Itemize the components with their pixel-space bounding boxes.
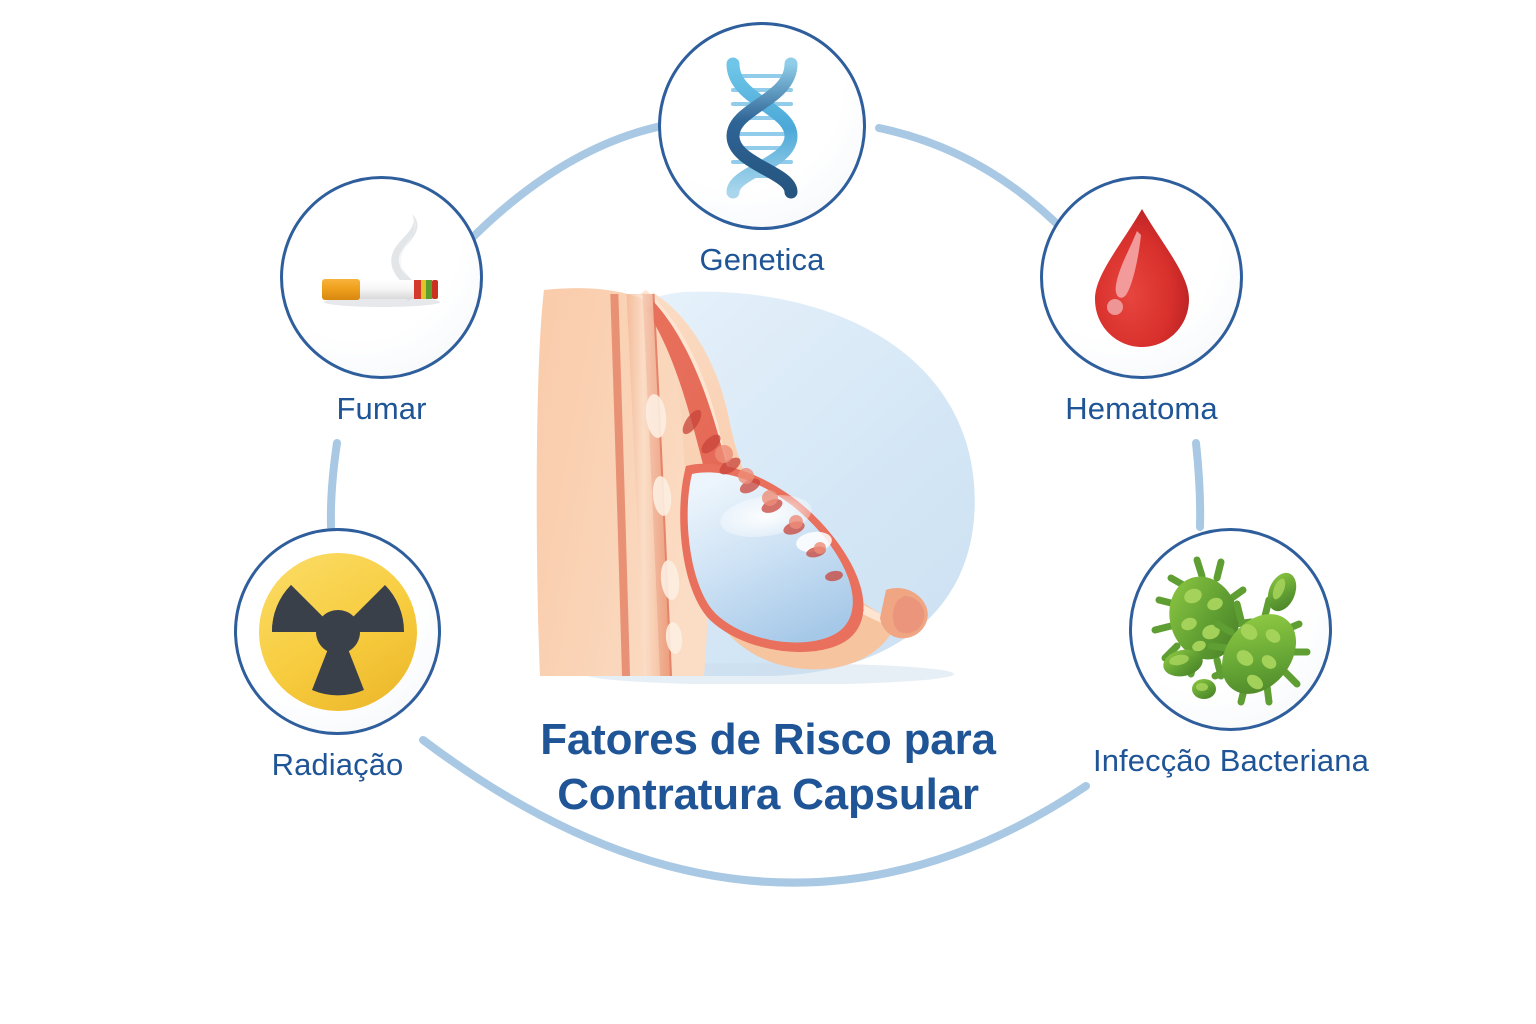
title-line-2: Contratura Capsular	[557, 770, 979, 819]
blood-drop-highlight	[1115, 230, 1141, 298]
dna-icon	[726, 57, 798, 199]
arc-hematoma-infeccao	[1192, 439, 1205, 531]
arc-fumar-radiacao	[326, 439, 341, 531]
node-fumar-label: Fumar	[336, 391, 427, 426]
node-genetica-circle[interactable]	[658, 22, 866, 230]
muscle-lobules	[715, 445, 826, 554]
arc-genetica-hematoma	[875, 124, 1070, 237]
node-infeccao-label: Infecção Bacteriana	[1093, 743, 1369, 778]
breast-implant-cross-section-illustration	[534, 284, 994, 685]
cigarette-ember	[413, 279, 438, 299]
bacteria-rod-spots	[1236, 623, 1281, 689]
node-genetica-label: Genetica	[699, 242, 825, 277]
rib-band-1	[610, 294, 630, 676]
cigarette-icon	[321, 213, 440, 307]
arc-radiacao-infeccao	[419, 736, 1090, 887]
radiation-trefoil	[271, 584, 404, 695]
bacteria-spore-highlights	[1169, 578, 1286, 691]
node-hematoma-label: Hematoma	[1065, 391, 1218, 426]
node-hematoma-circle[interactable]	[1040, 176, 1243, 379]
tissue-highlights	[645, 394, 683, 654]
title-line-1: Fatores de Risco para	[540, 715, 996, 764]
node-radiacao-label: Radiação	[271, 747, 404, 782]
breast-anatomy-svg	[536, 288, 975, 685]
node-fumar-circle[interactable]	[280, 176, 483, 379]
arc-fumar-genetica	[470, 120, 676, 240]
node-hematoma[interactable]: Hematoma	[1040, 176, 1243, 424]
node-infeccao-circle[interactable]	[1129, 528, 1333, 731]
nipple-shade	[892, 596, 925, 634]
dna-strand-light	[726, 57, 798, 199]
blood-drop-icon	[1094, 208, 1189, 347]
bacteria-icon	[1151, 556, 1311, 705]
node-infeccao[interactable]: Infecção Bacteriana	[1093, 528, 1369, 776]
node-genetica[interactable]: Genetica	[658, 22, 866, 275]
page-title: Fatores de Risco para Contratura Capsula…	[468, 712, 1068, 822]
node-radiacao[interactable]: Radiação	[234, 528, 441, 780]
radiation-icon	[258, 552, 417, 711]
blood-drop-dot-highlight	[1106, 298, 1123, 315]
rib-band-fill	[626, 294, 670, 676]
blood-drop-shape	[1094, 208, 1189, 347]
cigarette-filter	[321, 278, 360, 300]
node-radiacao-circle[interactable]	[234, 528, 441, 735]
bacteria-round-spots	[1181, 588, 1223, 651]
node-fumar[interactable]: Fumar	[280, 176, 483, 424]
dna-strand-dark	[726, 57, 798, 199]
